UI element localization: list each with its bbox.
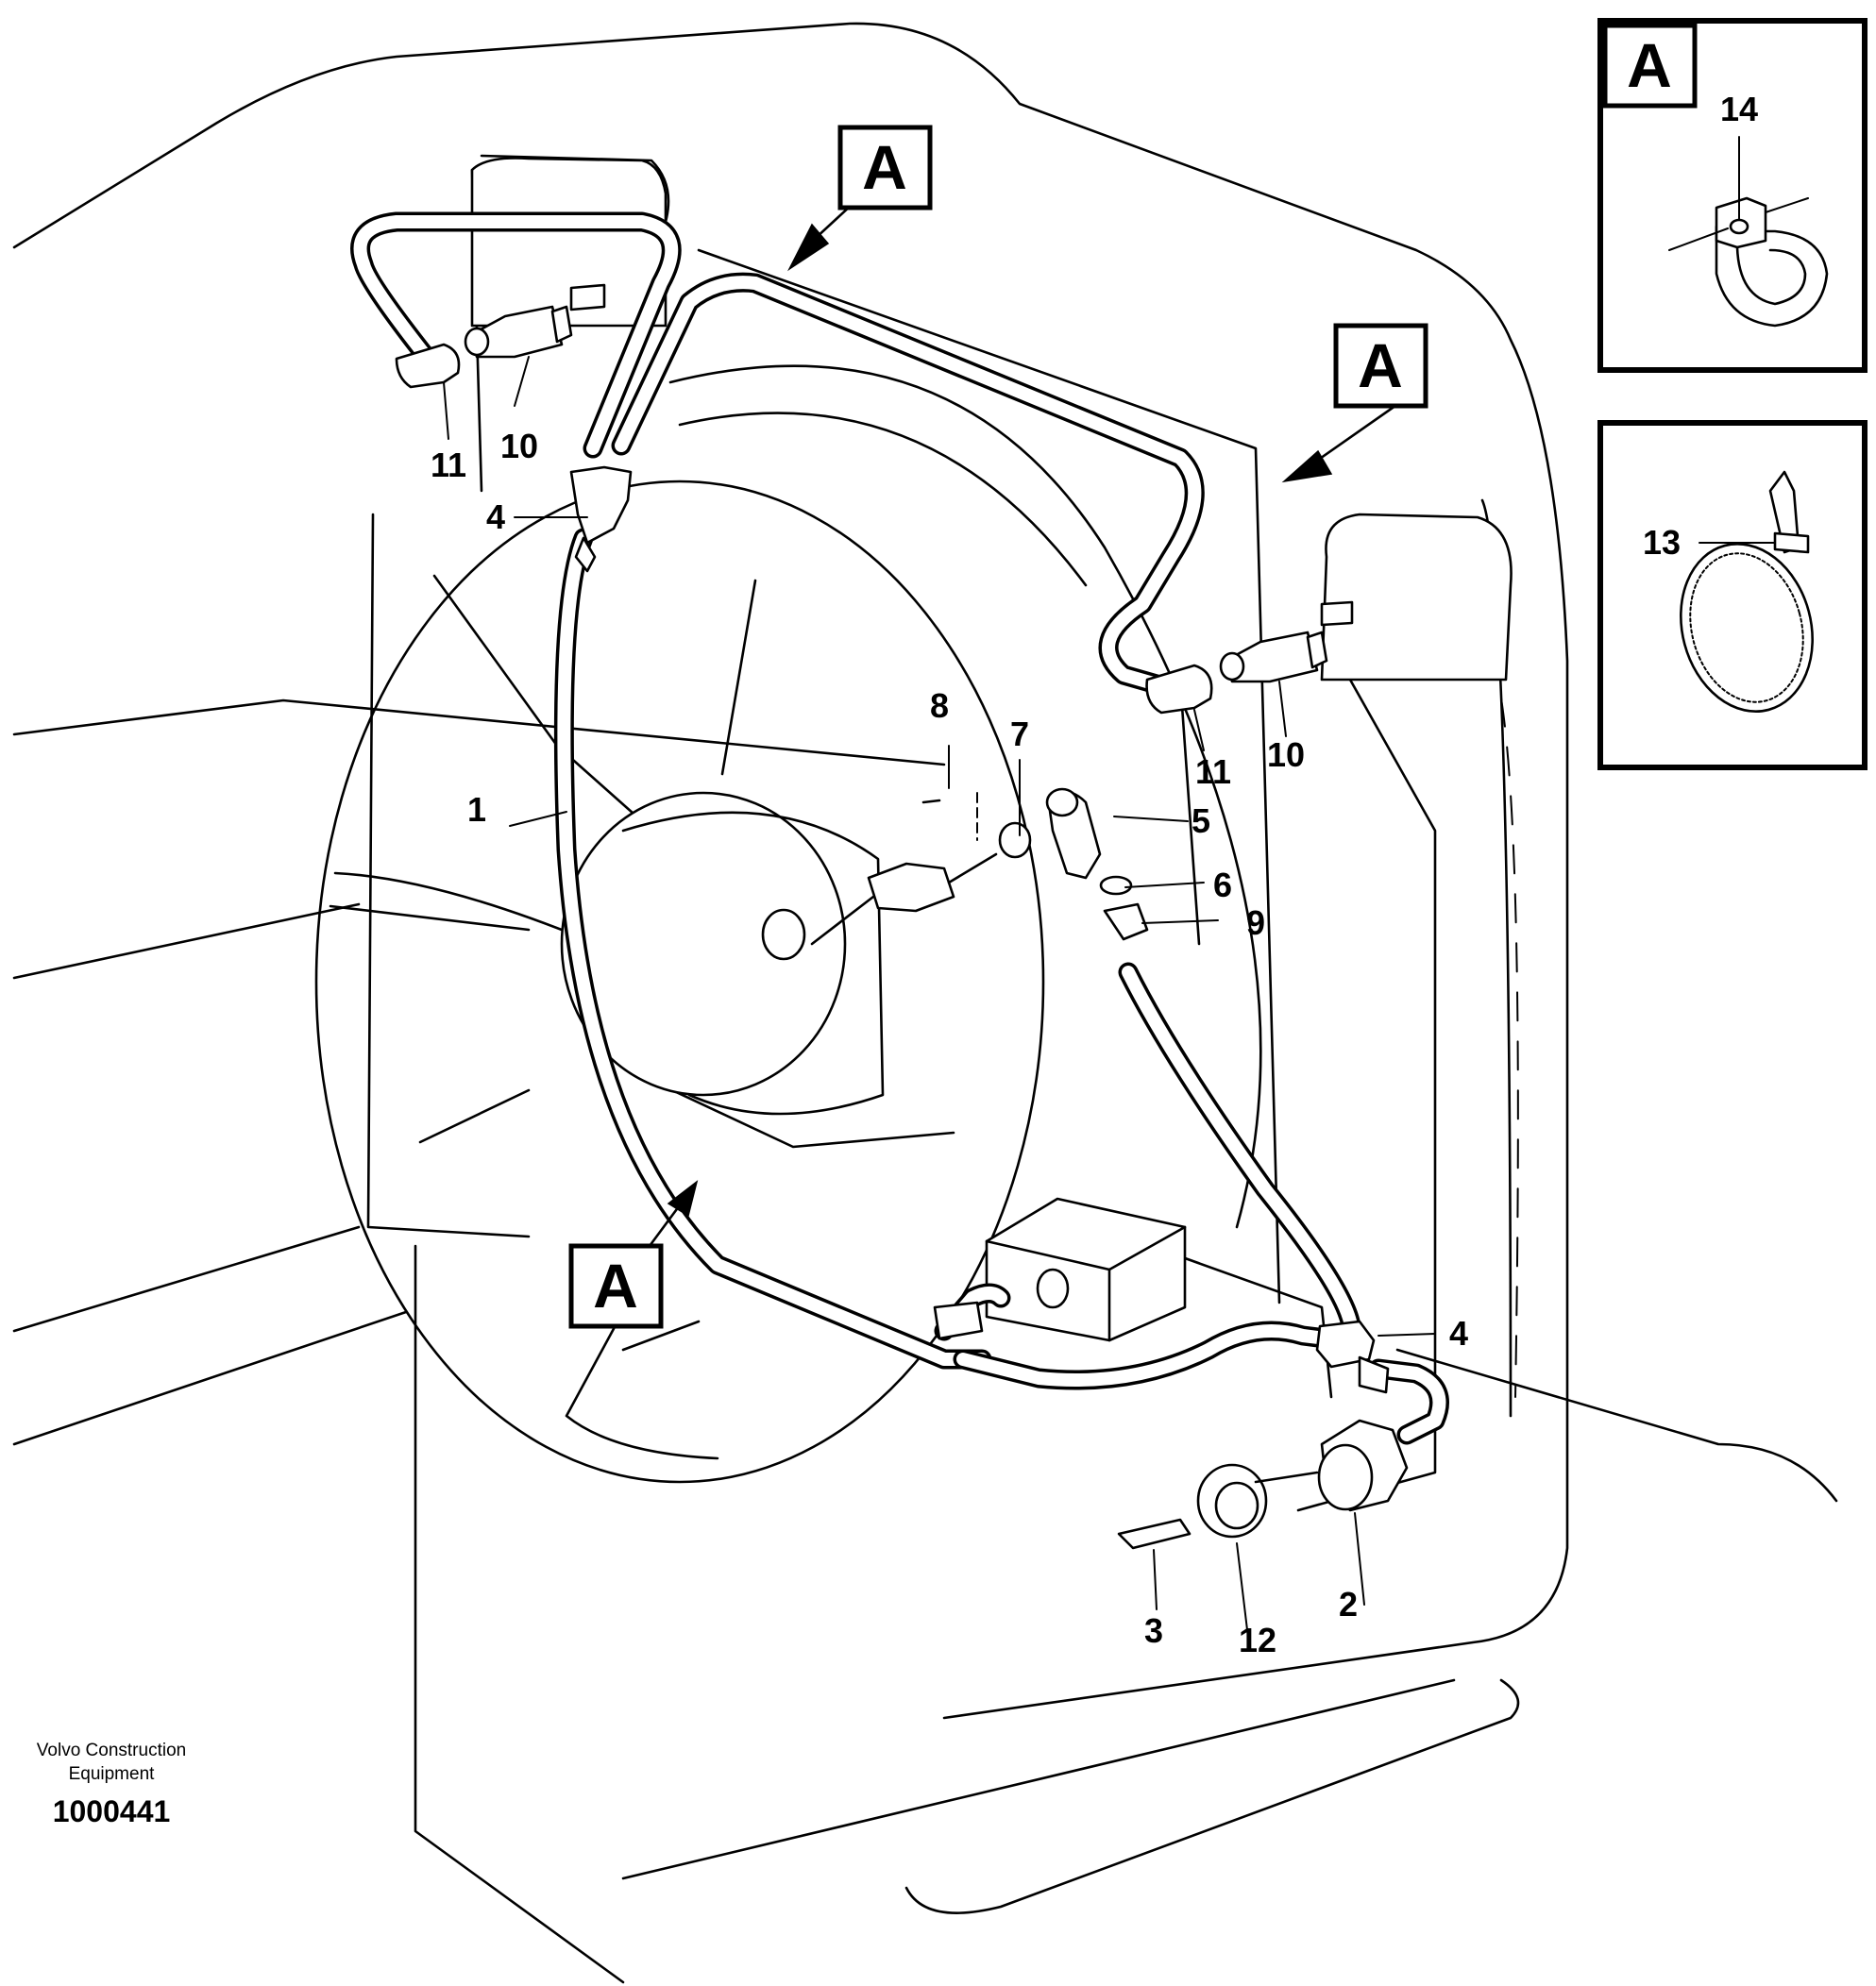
svg-text:Equipment: Equipment bbox=[69, 1764, 156, 1784]
tee-connector-lower bbox=[1315, 1320, 1390, 1394]
callout-12: 12 bbox=[1239, 1621, 1276, 1659]
illustration-number: 1000441 bbox=[53, 1794, 171, 1828]
callout-3: 3 bbox=[1144, 1611, 1163, 1650]
callout-labels: 1 2 3 4 4 5 6 7 8 9 10 10 11 11 12 bbox=[431, 427, 1468, 1659]
tee-connector-box bbox=[933, 1301, 984, 1340]
leader-lines bbox=[443, 356, 1436, 1639]
sensor-assembly bbox=[810, 787, 1149, 946]
lamp-left bbox=[470, 157, 668, 328]
callout-11-left: 11 bbox=[431, 446, 466, 484]
view-ref-box-top: A bbox=[837, 125, 933, 210]
cab-outline bbox=[12, 22, 1838, 1984]
elbow-connector-right bbox=[1145, 664, 1213, 715]
callout-2: 2 bbox=[1339, 1585, 1358, 1624]
callout-6: 6 bbox=[1213, 866, 1232, 904]
publisher-block: Volvo Construction Equipment 1000441 bbox=[37, 1741, 186, 1828]
callout-7: 7 bbox=[1010, 715, 1029, 753]
view-ref-box-right: A bbox=[1333, 323, 1428, 409]
svg-text:14: 14 bbox=[1720, 90, 1758, 128]
callout-5: 5 bbox=[1192, 801, 1210, 840]
svg-text:A: A bbox=[862, 132, 907, 202]
callout-10-right: 10 bbox=[1267, 735, 1305, 774]
plug-connector-right bbox=[1219, 600, 1354, 683]
socket-assembly bbox=[1117, 1419, 1409, 1550]
y-splice-upper bbox=[569, 465, 633, 573]
cable-harness bbox=[350, 211, 1449, 1445]
callout-4-lower: 4 bbox=[1449, 1314, 1468, 1353]
svg-text:A: A bbox=[1358, 330, 1403, 400]
fan-hub bbox=[560, 791, 885, 1116]
control-box bbox=[985, 1197, 1187, 1342]
callout-9: 9 bbox=[1246, 903, 1265, 942]
svg-text:13: 13 bbox=[1643, 523, 1681, 562]
lamp-right bbox=[1320, 513, 1513, 682]
plug-connector-left bbox=[464, 283, 606, 359]
callout-1: 1 bbox=[467, 790, 486, 829]
fan-shroud bbox=[314, 154, 1333, 1484]
svg-text:A: A bbox=[1627, 30, 1672, 100]
detail-box-clamp: A 14 bbox=[1597, 18, 1868, 373]
callout-8: 8 bbox=[930, 686, 949, 725]
elbow-connector-left bbox=[395, 343, 461, 389]
callout-10-left: 10 bbox=[500, 427, 538, 465]
view-ref-box-bottom: A bbox=[568, 1243, 664, 1329]
detail-box-cable-tie: 13 bbox=[1597, 420, 1868, 770]
callout-11-right: 11 bbox=[1195, 752, 1231, 791]
svg-text:A: A bbox=[593, 1251, 638, 1321]
svg-text:Volvo Construction: Volvo Construction bbox=[37, 1741, 186, 1760]
callout-4-upper: 4 bbox=[486, 497, 505, 536]
